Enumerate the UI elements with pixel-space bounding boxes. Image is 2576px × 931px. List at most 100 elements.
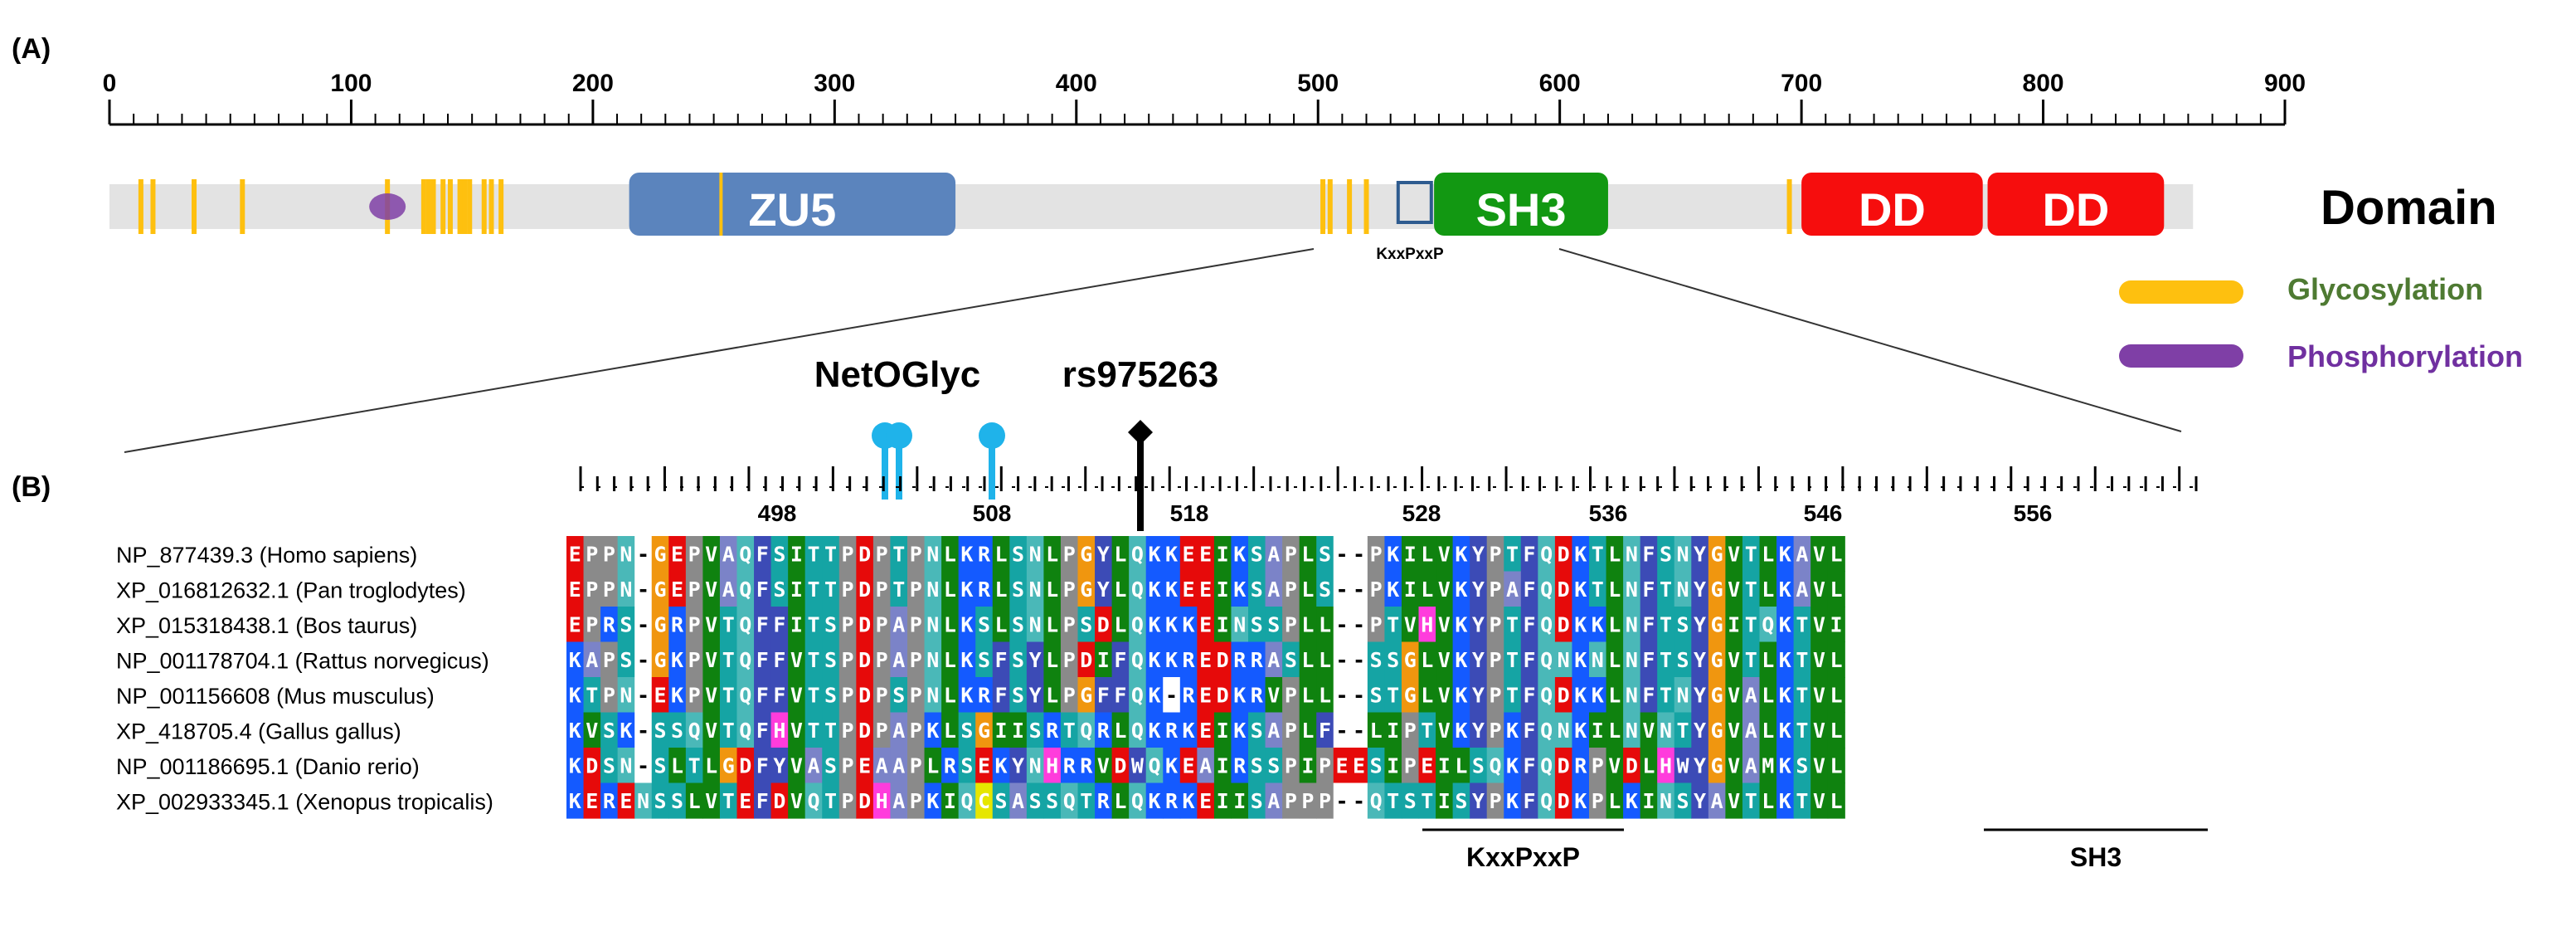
residue: D <box>1114 754 1126 778</box>
alignment-cell <box>1231 748 1249 784</box>
alignment-cell <box>1043 607 1062 643</box>
residue: L <box>1830 543 1842 567</box>
residue: K <box>1183 719 1195 743</box>
alignment-cell <box>1316 607 1334 643</box>
alignment-cell <box>600 536 619 573</box>
alignment-cell <box>1213 536 1232 573</box>
residue: L <box>1455 754 1467 778</box>
residue: L <box>1114 578 1126 602</box>
species-label: XP_016812632.1 (Pan troglodytes) <box>116 578 466 603</box>
alignment-cell <box>1265 748 1283 784</box>
residue: L <box>1114 789 1126 813</box>
alignment-cell <box>754 536 772 573</box>
residue: V <box>790 684 803 708</box>
alignment-cell <box>1095 571 1113 607</box>
residue: G <box>1711 754 1723 778</box>
alignment-cell <box>1299 571 1317 607</box>
residue: S <box>978 648 990 672</box>
alignment-cell <box>1674 677 1692 714</box>
alignment-cell <box>1759 641 1777 678</box>
alignment-cell <box>1060 677 1079 714</box>
alignment-cell <box>1708 607 1726 643</box>
residue: I <box>1387 754 1399 778</box>
residue: Y <box>1097 543 1110 567</box>
alignment-cell <box>668 782 687 819</box>
alignment-cell <box>804 782 823 819</box>
alignment-cell <box>1095 782 1113 819</box>
alignment-cell <box>1163 782 1181 819</box>
residue: G <box>1080 578 1092 602</box>
alignment-cell <box>1197 677 1215 714</box>
alignment-cell <box>992 607 1010 643</box>
residue: F <box>756 754 769 778</box>
alignment-cell <box>1401 782 1420 819</box>
residue: L <box>1319 684 1331 708</box>
panel-a-label: (A) <box>12 33 51 65</box>
alignment-cell <box>1708 712 1726 748</box>
alignment-cell <box>651 677 669 714</box>
residue: S <box>603 754 615 778</box>
glycosylation-site <box>481 179 487 234</box>
residue: N <box>1626 648 1638 672</box>
alignment-cell <box>617 748 635 784</box>
alignment-cell <box>1759 782 1777 819</box>
alignment-cell <box>1145 571 1164 607</box>
residue: N <box>926 613 939 637</box>
alignment-cell <box>1520 782 1538 819</box>
alignment-cell <box>600 641 619 678</box>
residue: S <box>1370 684 1383 708</box>
residue: K <box>671 648 683 672</box>
alignment-cell <box>1095 712 1113 748</box>
residue: S <box>654 754 666 778</box>
alignment-cell <box>1572 677 1590 714</box>
residue: I <box>790 543 803 567</box>
alignment-cell <box>1452 536 1470 573</box>
alignment-cell <box>941 607 960 643</box>
residue: K <box>1455 613 1467 637</box>
alignment-cell <box>1657 571 1675 607</box>
residue: V <box>1642 719 1655 743</box>
alignment-cell <box>1316 712 1334 748</box>
residue: I <box>790 613 803 637</box>
residue: K <box>569 789 581 813</box>
glycosylation-site <box>1786 179 1792 234</box>
residue: Y <box>1694 684 1706 708</box>
residue: I <box>1301 754 1314 778</box>
alignment-cell <box>1401 607 1420 643</box>
residue: N <box>1626 578 1638 602</box>
alignment-cell <box>1077 536 1096 573</box>
residue: T <box>1676 719 1689 743</box>
residue: T <box>722 684 735 708</box>
residue: E <box>1183 754 1195 778</box>
alignment-cell <box>1589 782 1607 819</box>
alignment-cell <box>1827 712 1845 748</box>
residue: F <box>773 613 785 637</box>
residue: - <box>637 684 649 708</box>
residue: L <box>994 578 1007 602</box>
alignment-cell <box>1248 536 1266 573</box>
phosphorylation-site <box>369 193 406 220</box>
residue: H <box>1660 754 1672 778</box>
residue: D <box>858 648 871 672</box>
alignment-cell <box>1316 748 1334 784</box>
alignment-cell <box>1589 748 1607 784</box>
alignment-cell <box>1742 571 1761 607</box>
residue: P <box>842 719 854 743</box>
alignment-cell <box>1333 536 1351 573</box>
residue: S <box>1029 719 1042 743</box>
residue: Q <box>1131 543 1144 567</box>
glycosylation-site <box>138 179 143 234</box>
alignment-cell <box>1589 571 1607 607</box>
residue: T <box>722 789 735 813</box>
residue: P <box>1489 543 1501 567</box>
alignment-cell <box>975 677 994 714</box>
residue: F <box>1319 719 1331 743</box>
residue: Y <box>1029 684 1042 708</box>
alignment-cell <box>1436 607 1454 643</box>
domain-dd <box>1801 173 1983 236</box>
residue: P <box>1592 754 1604 778</box>
residue: Q <box>739 648 751 672</box>
alignment-cell <box>1538 748 1556 784</box>
residue: S <box>603 719 615 743</box>
residue: L <box>1830 684 1842 708</box>
